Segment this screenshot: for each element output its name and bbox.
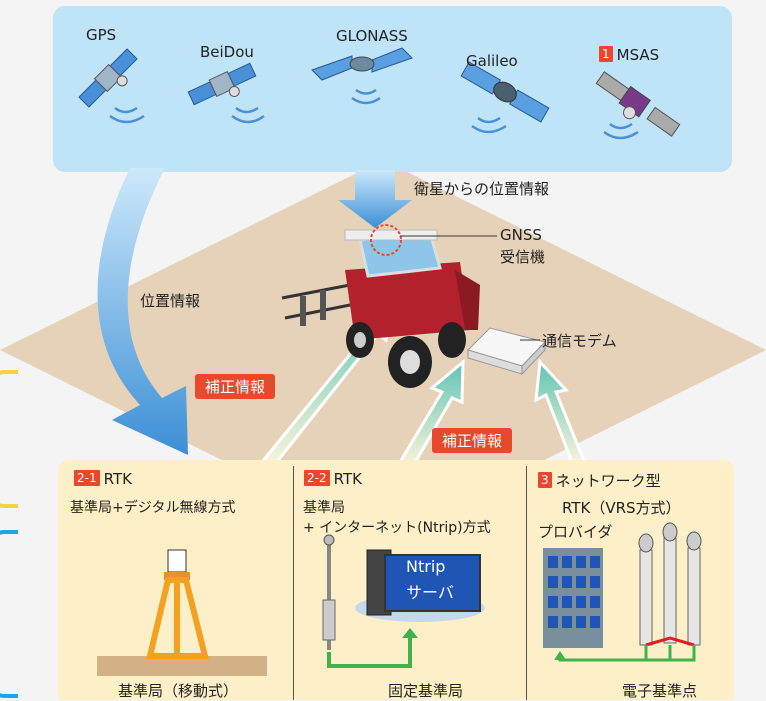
satellite-label-gps: GPS (86, 26, 117, 44)
ntrip-server-label-1: Ntrip (406, 557, 446, 576)
gnss-label-line1: GNSS (500, 226, 542, 244)
modem-icon (467, 327, 546, 376)
method-3-desc: RTK（VRS方式） (562, 499, 681, 517)
modem-label: 通信モデム (542, 332, 617, 350)
satellite-label-beidou: BeiDou (200, 43, 254, 61)
gnss-receiver-marker (370, 224, 402, 256)
correction-pill-middle: 補正情報 (432, 428, 513, 453)
method-3-bottom-label: 電子基準点 (622, 682, 698, 700)
method-2-desc-1: 基準局 (303, 500, 345, 516)
method-2-bottom-label: 固定基準局 (388, 682, 464, 700)
gnss-label-line2: 受信機 (500, 248, 546, 266)
glonass-satellite-icon (311, 47, 413, 81)
method-3-provider: プロバイダ (538, 523, 613, 541)
satellite-label-galileo: Galileo (466, 52, 518, 70)
satellite-label-glonass: GLONASS (336, 27, 408, 45)
beidou-satellite-icon (187, 62, 257, 106)
bracket-blue (0, 530, 18, 698)
msas-tag: 1 (599, 46, 613, 62)
divider-2 (526, 466, 527, 700)
method-1-bottom-label: 基準局（移動式） (118, 682, 239, 700)
position-info-label: 位置情報 (140, 292, 201, 310)
method-1-desc: 基準局+デジタル無線方式 (70, 500, 236, 516)
bracket-yellow (0, 370, 18, 508)
gps-satellite-icon (78, 48, 138, 108)
ntrip-server-label-2: サーバ (406, 583, 454, 602)
method-2-desc-2: + インターネット(Ntrip)方式 (303, 520, 491, 536)
galileo-satellite-icon (460, 61, 550, 123)
msas-satellite-icon (595, 71, 681, 137)
correction-pill-left: 補正情報 (195, 374, 276, 399)
satellite-info-label: 衛星からの位置情報 (414, 180, 550, 198)
divider-1 (293, 466, 294, 700)
